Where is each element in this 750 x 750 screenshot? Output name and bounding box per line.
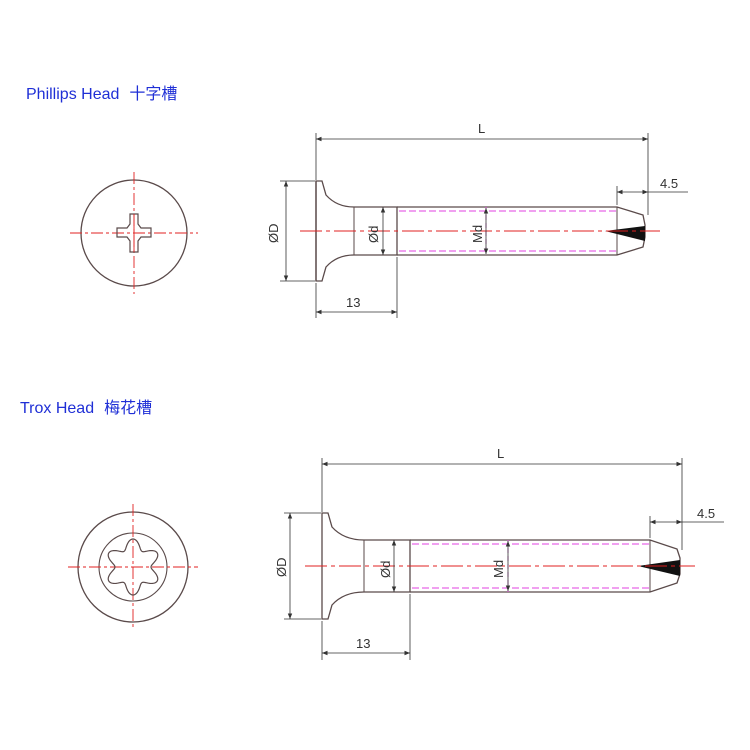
phillips-side-view — [300, 180, 660, 282]
phillips-end-view — [70, 172, 198, 294]
phillips-title: Phillips Head 十字槽 — [26, 80, 177, 104]
shank-diameter-label: Ød — [378, 561, 393, 578]
drill-tip — [605, 226, 645, 241]
phillips-dimensions — [280, 133, 688, 318]
phillips-title-en: Phillips Head — [26, 86, 120, 103]
torx-section: L 4.5 13 ØD Ød Md — [68, 446, 724, 660]
torx-title-cn: 梅花槽 — [104, 400, 153, 417]
head-diameter-label: ØD — [274, 558, 289, 578]
tip-label: 4.5 — [660, 176, 678, 191]
torx-end-view — [68, 504, 198, 630]
torx-dimensions — [284, 458, 724, 660]
torx-title-en: Trox Head — [20, 400, 95, 417]
torx-title: Trox Head 梅花槽 — [20, 394, 152, 418]
torx-star-recess-icon — [107, 538, 159, 596]
length-label: L — [497, 446, 504, 461]
phillips-section: L 4.5 13 ØD Ød Md — [70, 121, 688, 318]
shank-diameter-label: Ød — [366, 226, 381, 243]
phillips-title-cn: 十字槽 — [129, 86, 178, 103]
length-label: L — [478, 121, 485, 136]
tip-label: 4.5 — [697, 506, 715, 521]
drill-tip — [638, 560, 680, 576]
head-diameter-label: ØD — [266, 224, 281, 244]
thread-diameter-label: Md — [470, 225, 485, 243]
shoulder-label: 13 — [346, 295, 360, 310]
thread-diameter-label: Md — [491, 560, 506, 578]
phillips-cross-recess-icon — [116, 213, 152, 253]
shoulder-label: 13 — [356, 636, 370, 651]
